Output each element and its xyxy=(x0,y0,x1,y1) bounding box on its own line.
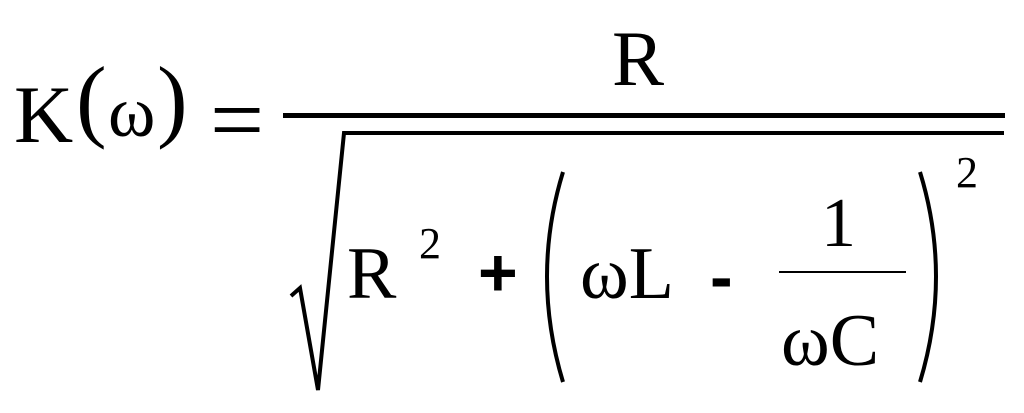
outer-exponent: 2 xyxy=(956,148,978,197)
lhs-close-paren: ) xyxy=(157,48,188,150)
big-open-paren xyxy=(545,171,565,383)
function-name: K xyxy=(14,69,73,160)
square-root-icon xyxy=(289,131,1004,391)
lhs-open-paren: ( xyxy=(76,48,107,150)
big-close-paren xyxy=(918,171,938,383)
main-fraction-bar xyxy=(283,113,1005,118)
r-squared-exponent: 2 xyxy=(419,219,441,268)
inner-numerator: 1 xyxy=(821,185,856,262)
lhs-variable: ω xyxy=(108,72,155,152)
minus-sign: - xyxy=(710,239,733,315)
numerator: R xyxy=(612,15,664,102)
inner-fraction-bar xyxy=(779,271,906,273)
inner-denominator: ωC xyxy=(781,300,879,382)
denominator-r: R xyxy=(347,233,397,315)
plus-sign: + xyxy=(478,235,518,311)
equals-sign: = xyxy=(210,66,264,173)
omega-l: ωL xyxy=(580,233,674,315)
